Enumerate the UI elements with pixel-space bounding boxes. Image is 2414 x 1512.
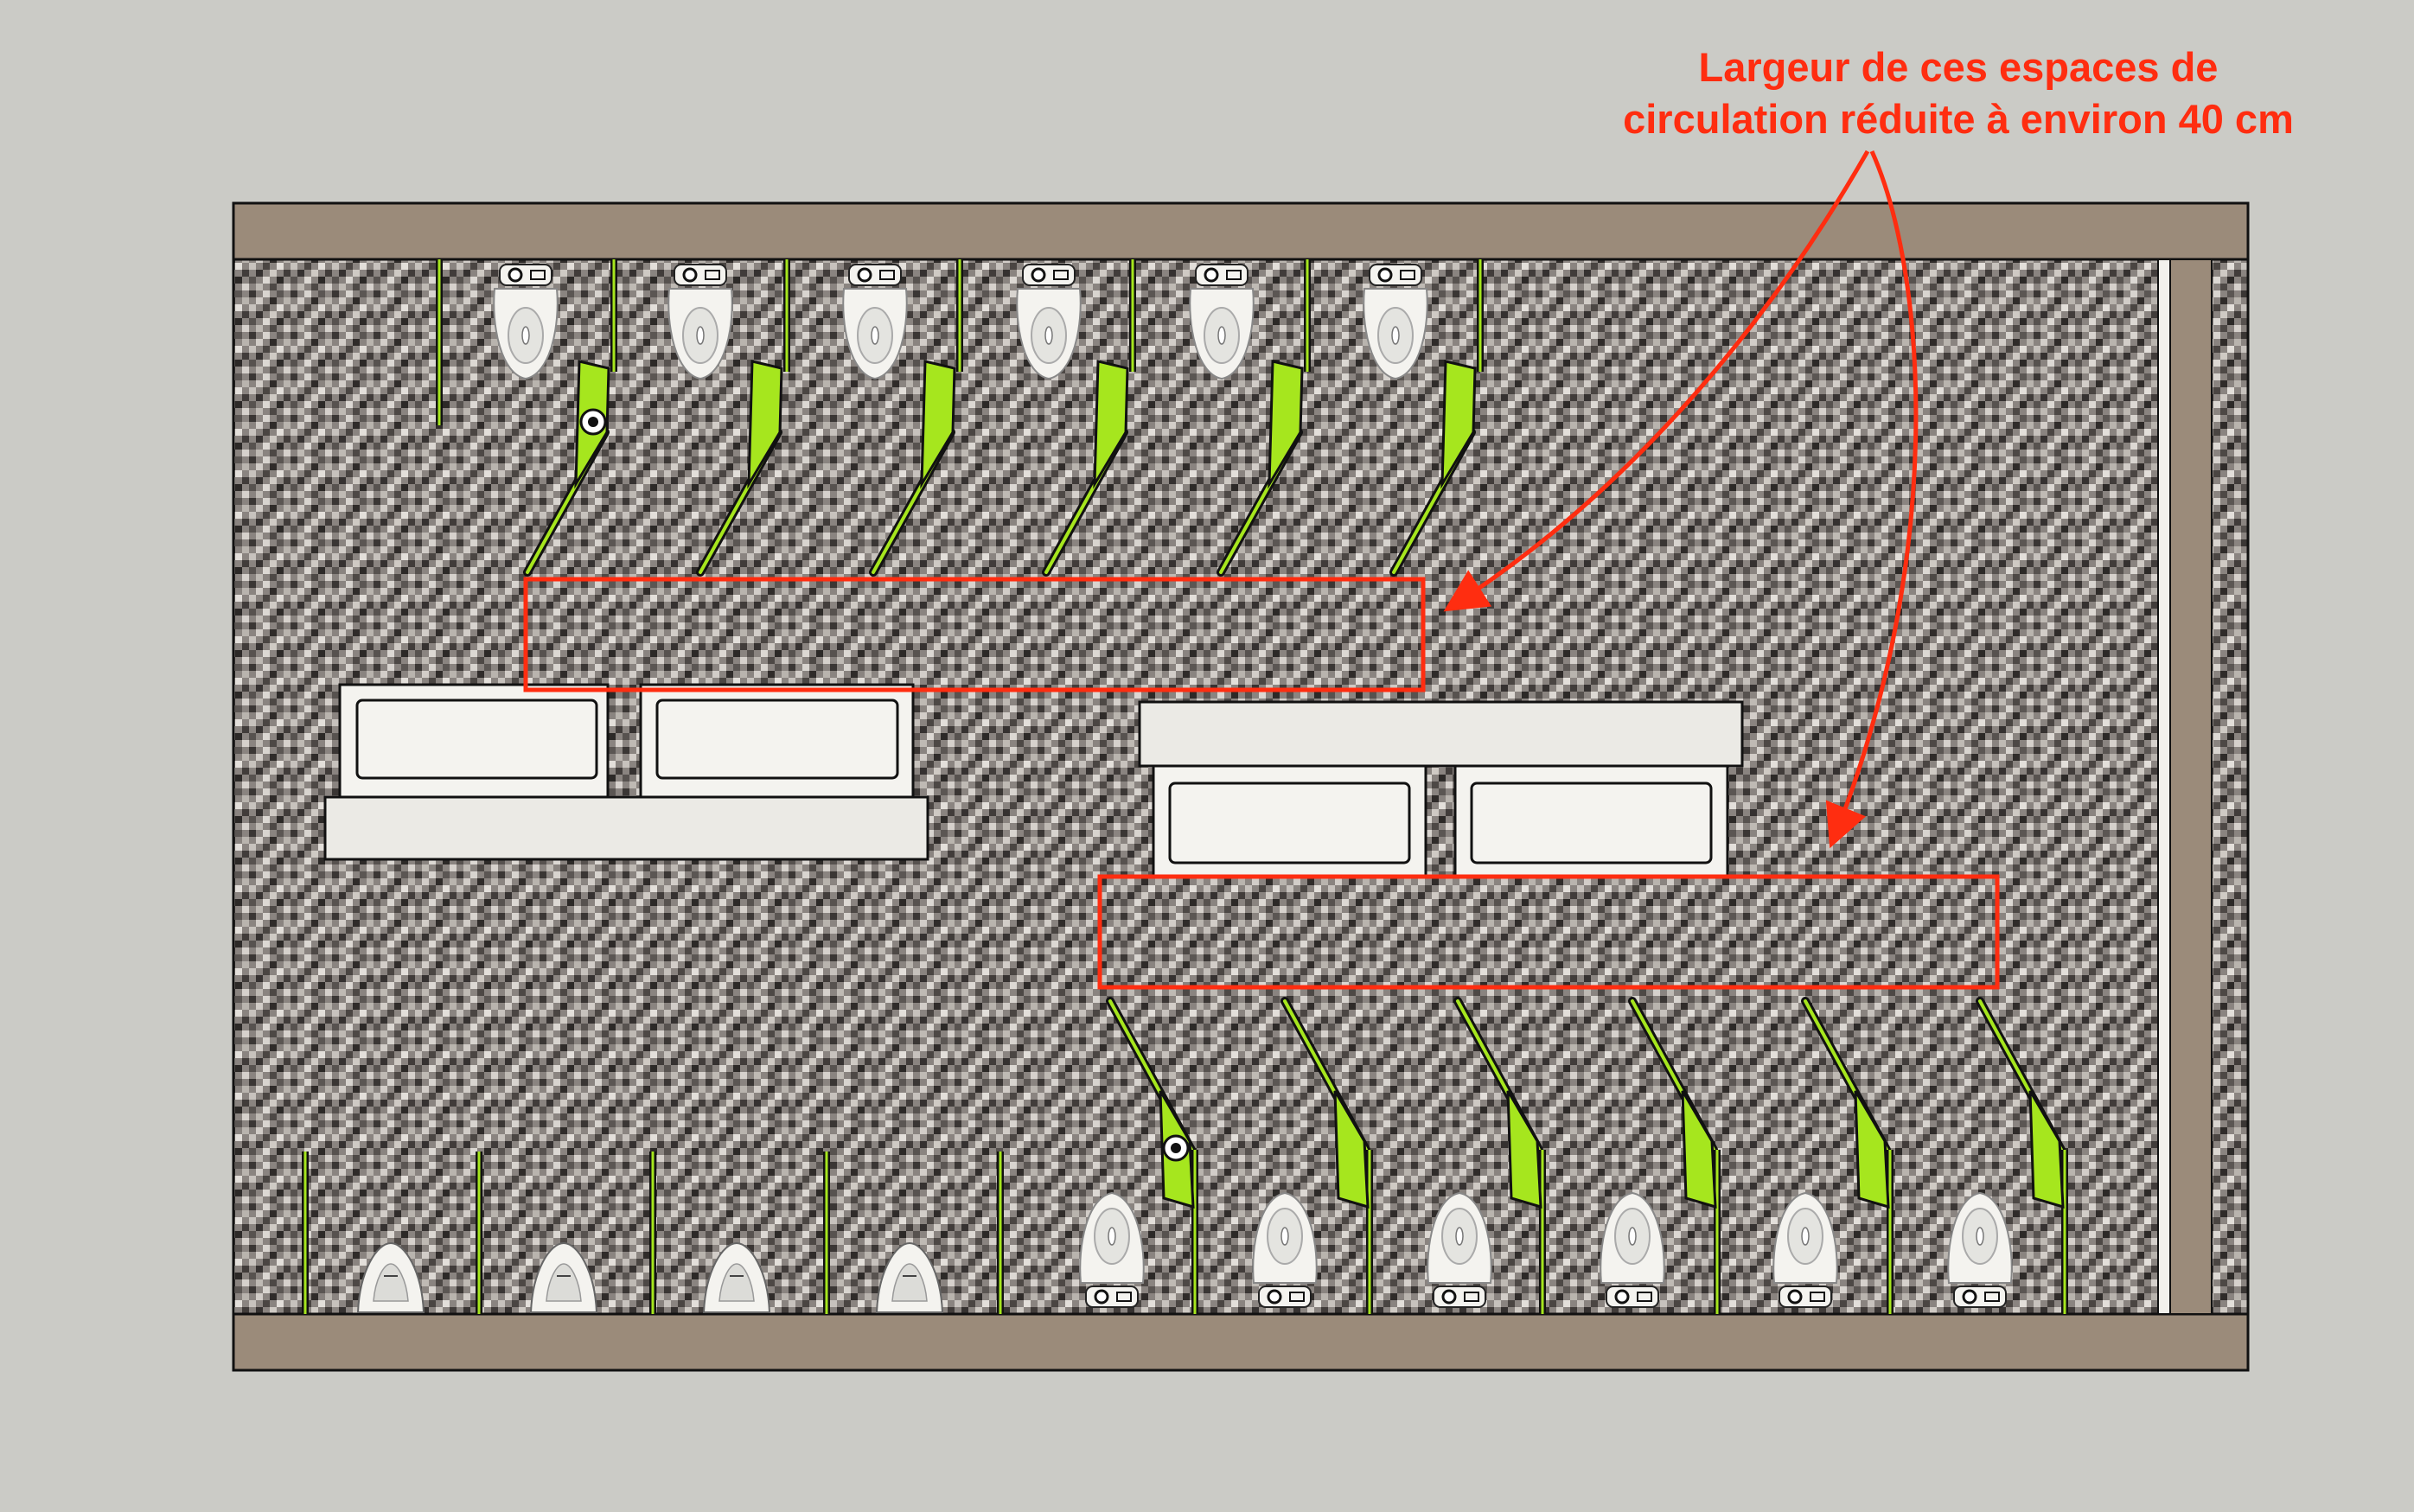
top-toilet-4: [1016, 264, 1082, 380]
top-toilet-3: [842, 264, 908, 380]
bottom-toilet-3: [1427, 1191, 1492, 1308]
outer-frame: [232, 201, 2250, 1372]
arrow-to-bottom-zone: [1825, 150, 1919, 849]
annotation-line-1: Largeur de ces espaces de: [1698, 44, 2219, 90]
top-toilet-6: [1363, 264, 1428, 380]
sink-counter-right: [1138, 700, 1744, 878]
circulation-zone-bottom: [1097, 874, 2000, 990]
top-toilet-row: [493, 264, 1428, 380]
top-door-leaf-6: [1440, 360, 1477, 489]
bottom-toilet-1: [1079, 1191, 1145, 1308]
top-toilet-2: [667, 264, 733, 380]
bottom-door-leaf-5: [1854, 1090, 1890, 1209]
bottom-door-leaf-3: [1506, 1090, 1542, 1209]
right-wall-edge: [2157, 258, 2171, 1315]
arrow-to-top-zone: [1443, 150, 1870, 612]
top-door-leaf-2: [747, 360, 783, 489]
sink-counter-left: [323, 683, 929, 861]
bottom-toilet-6: [1947, 1191, 2013, 1308]
top-door-leaf-3: [920, 360, 956, 489]
top-partition-row: [436, 259, 1484, 577]
right-inner-wall: [2169, 258, 2213, 1315]
bottom-door-leaf-6: [2028, 1090, 2065, 1209]
urinal-3: [702, 1241, 771, 1313]
bottom-wall: [232, 1312, 2250, 1372]
urinal-4: [875, 1241, 944, 1313]
top-door-leaf-5: [1268, 360, 1304, 489]
bottom-toilet-4: [1600, 1191, 1665, 1308]
bottom-door-leaf-2: [1333, 1090, 1370, 1209]
top-toilet-1: [493, 264, 559, 380]
annotation-line-2: circulation réduite à environ 40 cm: [1623, 96, 2294, 142]
bottom-door-leaf-4: [1681, 1090, 1717, 1209]
top-wall: [232, 201, 2250, 261]
top-toilet-5: [1189, 264, 1255, 380]
urinal-1: [356, 1241, 425, 1313]
urinal-row: [302, 1152, 1004, 1314]
bottom-toilet-row: [1079, 1191, 2013, 1308]
bottom-partition-row: [1106, 997, 2068, 1314]
bottom-toilet-5: [1772, 1191, 1838, 1308]
annotation-text: Largeur de ces espaces de circulation ré…: [1556, 41, 2360, 145]
bottom-toilet-2: [1252, 1191, 1318, 1308]
top-door-leaf-4: [1093, 360, 1129, 489]
circulation-zone-top: [523, 577, 1426, 692]
urinal-2: [529, 1241, 598, 1313]
